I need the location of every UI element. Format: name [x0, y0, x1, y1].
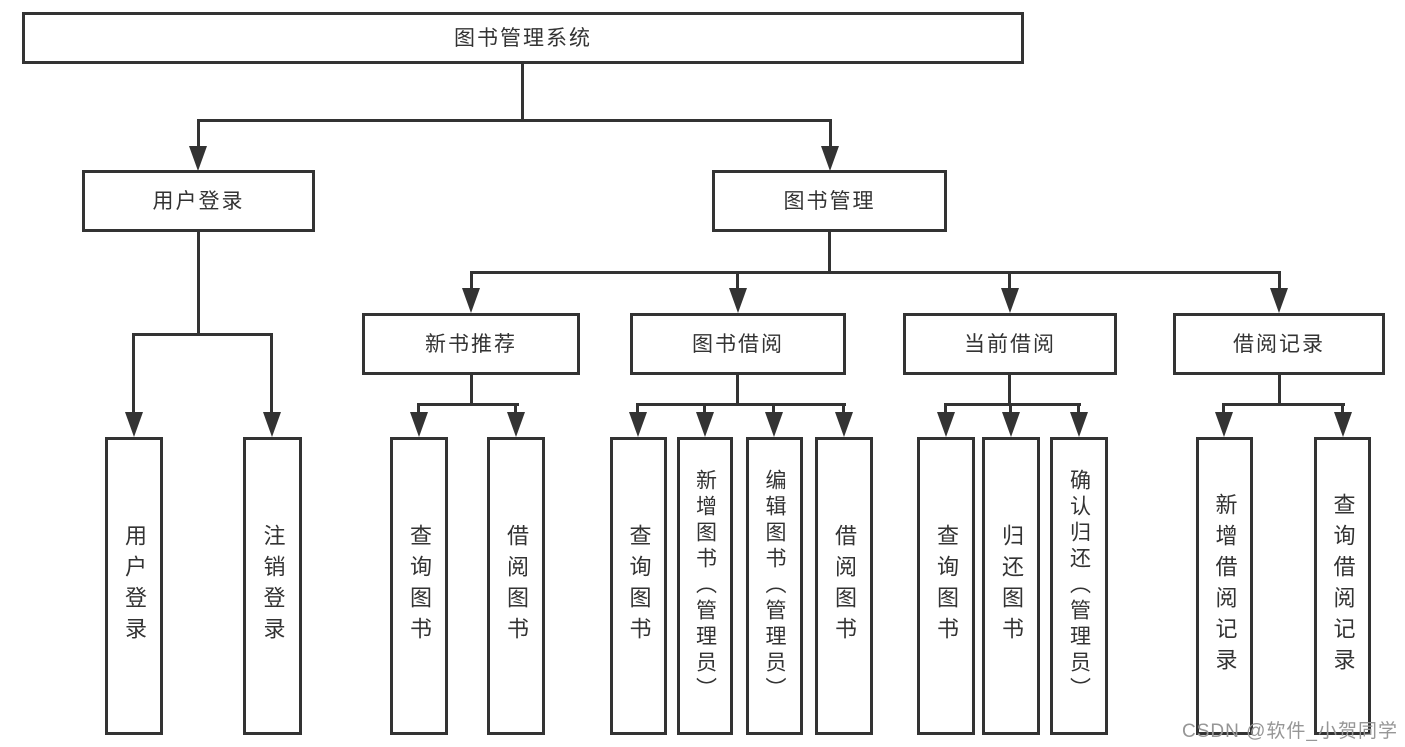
connector-book-borrow-drop: [736, 375, 739, 406]
connector-leaf-drop: [1341, 403, 1344, 414]
leaf-borrow-book-1: 借阅图书: [487, 437, 545, 735]
arrow-down-icon: [410, 412, 428, 437]
connector-leaf-drop: [636, 403, 639, 414]
arrow-down-icon: [263, 412, 281, 437]
connector-to-leaf-user-login: [132, 333, 135, 413]
arrow-down-icon: [1270, 288, 1288, 313]
arrow-down-icon: [1001, 288, 1019, 313]
connector-to-book-borrow: [736, 271, 739, 291]
connector-level2-rail: [197, 119, 832, 122]
connector-to-borrow-record: [1278, 271, 1281, 291]
leaf-borrow-book-2: 借阅图书: [815, 437, 873, 735]
connector-user-login-rail: [132, 333, 273, 336]
connector-root-drop: [521, 64, 524, 120]
connector-new-book-drop: [470, 375, 473, 406]
connector-level3-rail: [470, 271, 1281, 274]
leaf-query-borrow-record: 查询借阅记录: [1314, 437, 1371, 735]
arrow-down-icon: [629, 412, 647, 437]
connector-leaf-drop: [1009, 403, 1012, 414]
node-root: 图书管理系统: [22, 12, 1024, 64]
arrow-down-icon: [125, 412, 143, 437]
connector-leaf-drop: [772, 403, 775, 414]
connector-to-leaf-logout: [270, 333, 273, 413]
arrow-down-icon: [1070, 412, 1088, 437]
leaf-add-book-admin: 新增图书（管理员）: [677, 437, 733, 735]
connector-book-borrow-rail: [636, 403, 846, 406]
arrow-down-icon: [189, 146, 207, 171]
connector-user-login-drop: [197, 232, 200, 336]
leaf-add-borrow-record: 新增借阅记录: [1196, 437, 1253, 735]
connector-leaf-drop: [842, 403, 845, 414]
arrow-down-icon: [765, 412, 783, 437]
connector-leaf-drop: [703, 403, 706, 414]
connector-to-current-borrow: [1008, 271, 1011, 291]
arrow-down-icon: [696, 412, 714, 437]
leaf-edit-book-admin: 编辑图书（管理员）: [746, 437, 803, 735]
leaf-return-book: 归还图书: [982, 437, 1040, 735]
leaf-query-book-1: 查询图书: [390, 437, 448, 735]
leaf-logout: 注销登录: [243, 437, 302, 735]
connector-book-mgmt-drop: [828, 232, 831, 274]
csdn-watermark: CSDN @软件_小贺同学: [1182, 721, 1398, 742]
connector-new-book-rail: [417, 403, 519, 406]
connector-borrow-record-rail: [1222, 403, 1345, 406]
arrow-down-icon: [462, 288, 480, 313]
arrow-down-icon: [507, 412, 525, 437]
arrow-down-icon: [937, 412, 955, 437]
leaf-user-login: 用户登录: [105, 437, 163, 735]
connector-to-book-management: [829, 119, 832, 149]
leaf-confirm-return-admin: 确认归还（管理员）: [1050, 437, 1108, 735]
node-borrow-record: 借阅记录: [1173, 313, 1385, 375]
connector-current-borrow-rail: [944, 403, 1081, 406]
arrow-down-icon: [729, 288, 747, 313]
connector-leaf-drop: [417, 403, 420, 414]
leaf-query-book-3: 查询图书: [917, 437, 975, 735]
connector-to-user-login: [197, 119, 200, 149]
connector-leaf-drop: [514, 403, 517, 414]
arrow-down-icon: [835, 412, 853, 437]
connector-leaf-drop: [1077, 403, 1080, 414]
leaf-query-book-2: 查询图书: [610, 437, 667, 735]
arrow-down-icon: [821, 146, 839, 171]
connector-leaf-drop: [1222, 403, 1225, 414]
node-book-borrow: 图书借阅: [630, 313, 846, 375]
arrow-down-icon: [1334, 412, 1352, 437]
connector-current-borrow-drop: [1008, 375, 1011, 406]
connector-borrow-record-drop: [1278, 375, 1281, 406]
connector-leaf-drop: [944, 403, 947, 414]
arrow-down-icon: [1002, 412, 1020, 437]
node-user-login-branch: 用户登录: [82, 170, 315, 232]
connector-to-new-book: [470, 271, 473, 291]
node-book-management-branch: 图书管理: [712, 170, 947, 232]
node-new-book-recommend: 新书推荐: [362, 313, 580, 375]
arrow-down-icon: [1215, 412, 1233, 437]
node-current-borrow: 当前借阅: [903, 313, 1117, 375]
